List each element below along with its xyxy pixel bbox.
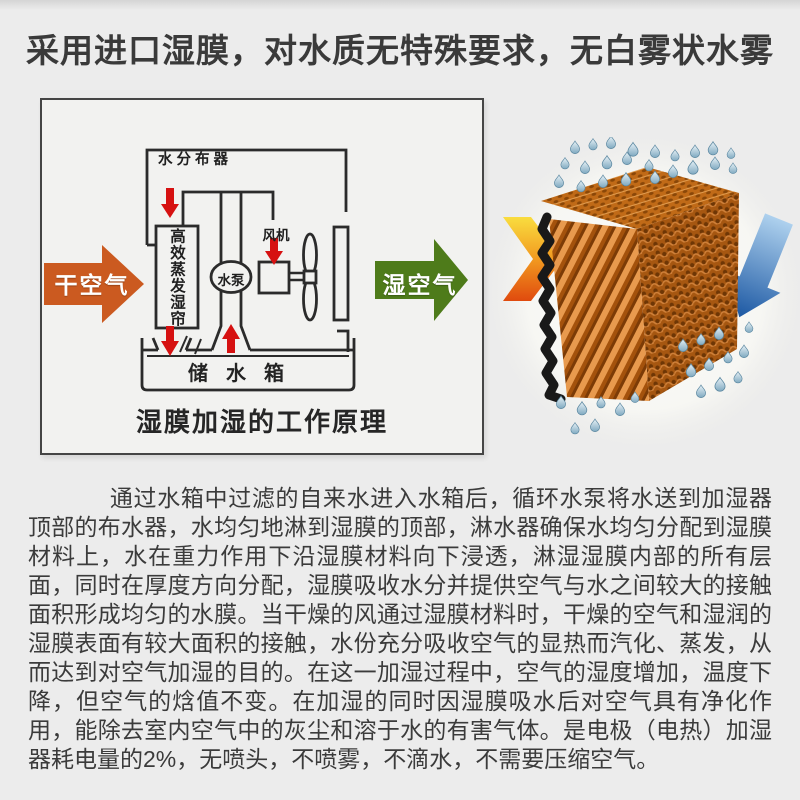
membrane-corrugated-edge [537,212,566,404]
wet-air-arrow [375,239,468,321]
page-title: 采用进口湿膜，对水质无特殊要求，无白雾状水雾 [26,32,774,69]
fan-shaft [289,271,304,282]
flow-arrows [161,188,283,356]
fan-down-arrow [265,238,283,265]
working-principle-diagram-panel: 水分布器 高效蒸发湿帘 水泵 风机 储水箱 干空气 湿空气 湿膜加湿的工作原理 [40,98,484,455]
top-edge-shading [0,0,800,10]
drain-funnel [151,337,193,351]
membrane-top-face [541,167,739,229]
dry-air-arrow [44,245,144,323]
water-distributor-label: 水分布器 [158,152,232,168]
fan-hub [302,269,318,285]
water-tank-outline [140,338,356,392]
duct-inner-line [181,190,275,226]
fan-label: 风机 [262,228,290,243]
pump-pipe-right [239,192,252,351]
principle-description-paragraph: 通过水箱中过滤的自来水进入水箱后，循环水泵将水送到加湿器顶部的布水器，水均匀地淋… [28,485,772,772]
water-pump-circle [209,260,253,294]
water-tank-label: 储水箱 [188,363,302,385]
diagram-caption: 湿膜加湿的工作原理 [135,407,388,437]
duct-lower-corner [337,329,350,352]
membrane-illustration-svg [487,137,800,450]
drain-down-arrow [161,326,179,356]
dry-air-arrow-label: 干空气 [54,272,130,298]
pump-up-arrow [222,324,240,353]
fan-duct-wall [332,225,350,322]
water-pump-label: 水泵 [217,273,245,288]
wet-curtain-box [154,224,200,330]
hot-dry-air-arrow-icon [503,217,563,301]
wet-curtain-label: 高效蒸发湿帘 [168,227,185,327]
pump-pipe-left [210,192,223,351]
cool-wet-air-arrow-icon [726,213,793,318]
membrane-right-face [637,193,739,401]
flow-diagram-svg [44,148,468,392]
wet-air-arrow-label: 湿空气 [382,272,458,298]
wet-membrane-block [537,167,739,404]
duct-outer-line [145,148,348,245]
water-stream-marks [179,335,202,355]
membrane-front-face [549,219,649,401]
water-down-arrow [161,188,179,218]
duct-pipework [140,148,356,392]
